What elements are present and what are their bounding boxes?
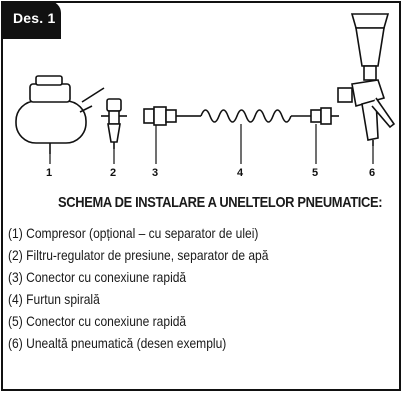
quick-coupler-icon xyxy=(143,106,186,126)
list-item: (1)Compresor (opțional – cu separator de… xyxy=(8,222,268,244)
installation-diagram: 1 2 3 4 5 6 xyxy=(15,13,396,179)
list-item: (3)Conector cu conexiune rapidă xyxy=(8,266,268,288)
spray-gun-icon xyxy=(337,13,396,146)
callout-3: 3 xyxy=(152,167,158,179)
item-number: (3) xyxy=(8,269,23,285)
spiral-hose-icon xyxy=(186,109,311,123)
item-text: Filtru-regulator de presiune, separator … xyxy=(26,247,269,263)
figure-label-tab: Des. 1 xyxy=(1,1,61,39)
item-text: Compresor (opțional – cu separator de ul… xyxy=(26,225,259,241)
parts-list: (1)Compresor (opțional – cu separator de… xyxy=(8,222,311,354)
item-text: Conector cu conexiune rapidă xyxy=(26,313,187,329)
list-item: (6)Unealtă pneumatică (desen exemplu) xyxy=(8,332,268,354)
diagram-title: SCHEMA DE INSTALARE A UNELTELOR PNEUMATI… xyxy=(58,194,383,211)
item-text: Furtun spirală xyxy=(26,291,100,307)
item-number: (4) xyxy=(8,291,23,307)
callout-5: 5 xyxy=(312,167,318,179)
callout-6: 6 xyxy=(369,167,375,179)
figure-frame xyxy=(1,1,401,391)
item-number: (2) xyxy=(8,247,23,263)
callout-4: 4 xyxy=(237,167,244,179)
quick-coupler-plug-icon xyxy=(310,107,339,125)
item-number: (5) xyxy=(8,313,23,329)
item-number: (1) xyxy=(8,225,23,241)
list-item: (2)Filtru-regulator de presiune, separat… xyxy=(8,244,268,266)
callout-2: 2 xyxy=(110,167,116,179)
figure-label: Des. 1 xyxy=(13,10,56,26)
item-text: Unealtă pneumatică (desen exemplu) xyxy=(26,335,227,351)
air-compressor-icon xyxy=(15,75,105,154)
callout-1: 1 xyxy=(46,167,52,179)
item-number: (6) xyxy=(8,335,23,351)
list-item: (4)Furtun spirală xyxy=(8,288,268,310)
item-text: Conector cu conexiune rapidă xyxy=(26,269,187,285)
list-item: (5)Conector cu conexiune rapidă xyxy=(8,310,268,332)
filter-regulator-icon xyxy=(101,98,127,149)
